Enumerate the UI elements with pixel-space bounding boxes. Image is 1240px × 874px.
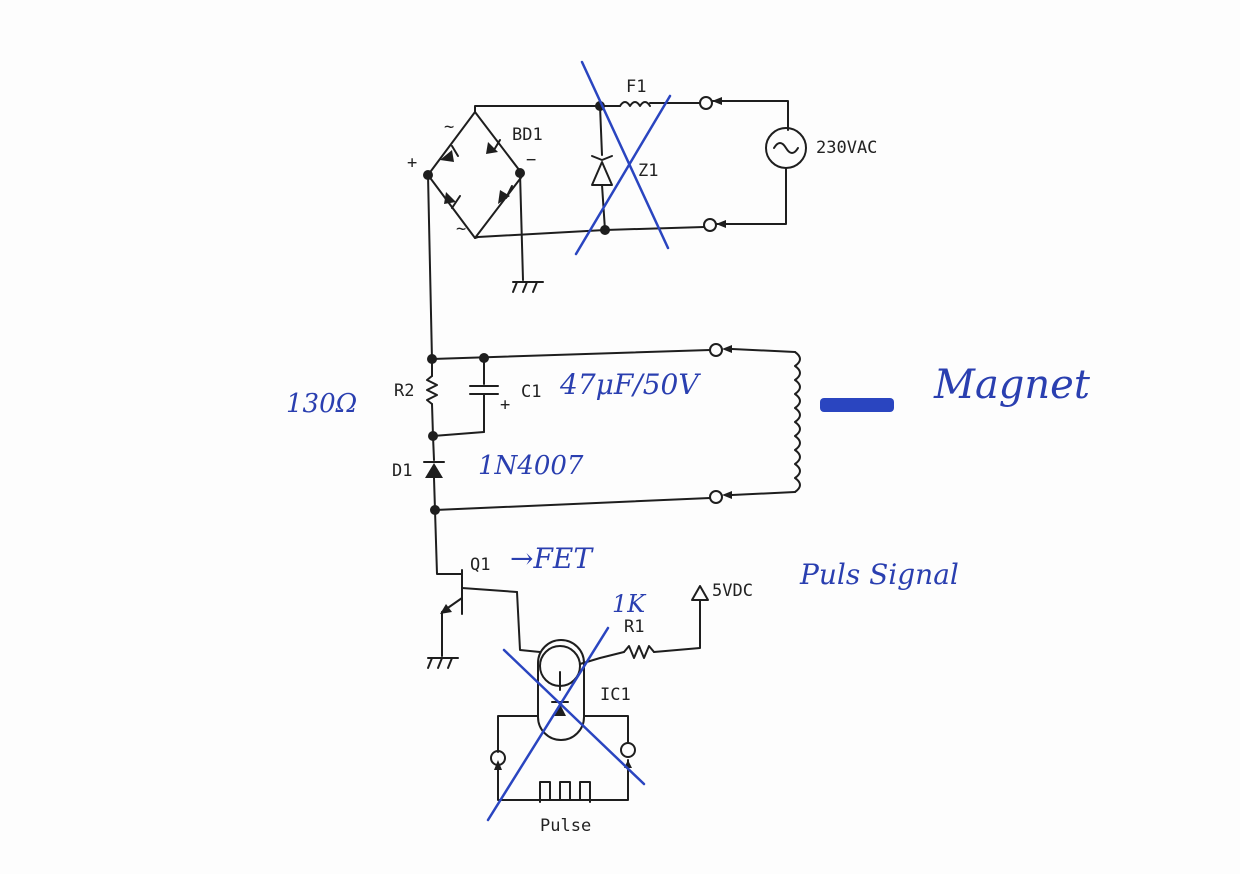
q1-label: Q1 [470, 555, 490, 575]
pulse-label: Pulse [540, 816, 591, 836]
c1-value-note: 47μF/50V [559, 368, 701, 401]
supply-label: 5VDC [712, 581, 753, 601]
bridge-minus: − [526, 150, 536, 170]
strike-fuse-b [574, 94, 672, 256]
r2-label: R2 [394, 381, 414, 401]
ic1-label: IC1 [600, 685, 631, 705]
bridge-ac-bottom: ~ [456, 219, 466, 239]
bridge-label: BD1 [512, 125, 543, 145]
c1-label: C1 [521, 382, 541, 402]
d1-label: D1 [392, 461, 412, 481]
bridge-plus: + [407, 153, 417, 173]
r2-value-note: 130Ω [286, 389, 357, 419]
c1-plus: + [500, 395, 510, 415]
r1-label: R1 [624, 617, 644, 637]
d1-value-note: 1N4007 [478, 451, 584, 481]
optocoupler-ic1 [490, 585, 709, 803]
scribble-mark [820, 398, 894, 412]
bridge-rectifier [423, 111, 525, 239]
strike-fuse-a [580, 60, 670, 250]
zener-label: Z1 [638, 161, 658, 181]
transistor-q1 [427, 509, 541, 669]
magnet-note: Magnet [933, 362, 1091, 408]
strike-opto-b [486, 626, 610, 822]
pulse-signal-note: Puls Signal [799, 558, 959, 591]
r1-value-note: 1K [612, 590, 647, 618]
main-rail [423, 174, 801, 515]
fuse-label: F1 [626, 77, 646, 97]
bridge-ac-top: ~ [444, 117, 454, 137]
strike-opto-a [502, 648, 646, 786]
source-label: 230VAC [816, 138, 877, 158]
q1-fet-note: →FET [510, 542, 594, 575]
